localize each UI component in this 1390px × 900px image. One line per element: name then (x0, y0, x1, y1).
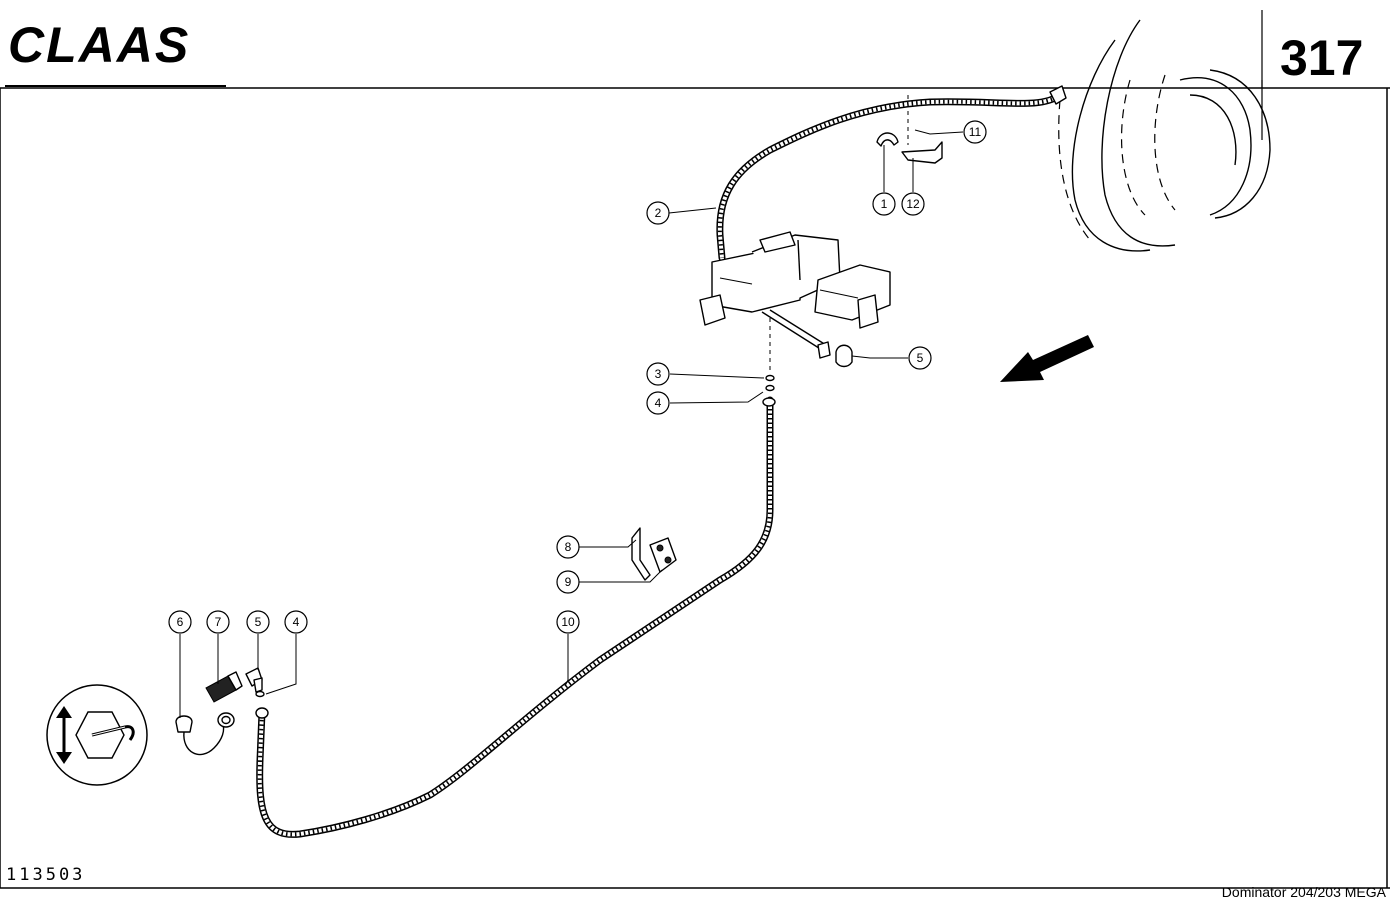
o-ring-part (765, 374, 775, 382)
svg-text:1: 1 (881, 197, 888, 211)
callout-9: 9 (556, 570, 580, 594)
tire-icon (1058, 19, 1271, 252)
seal-ring-part (255, 690, 265, 698)
callout-7: 7 (206, 610, 230, 634)
adjustment-symbol-icon (46, 684, 148, 786)
svg-text:2: 2 (655, 206, 662, 220)
double-clamp-part (649, 537, 677, 573)
callout-2: 2 (646, 201, 670, 225)
callout-4-lower: 4 (284, 610, 308, 634)
page-number: 317 (1280, 30, 1363, 86)
callout-11: 11 (963, 120, 987, 144)
svg-text:4: 4 (293, 615, 300, 629)
svg-text:5: 5 (255, 615, 262, 629)
svg-text:8: 8 (565, 540, 572, 554)
svg-text:3: 3 (655, 367, 662, 381)
svg-text:9: 9 (565, 575, 572, 589)
drawing-number: 113503 (6, 865, 85, 885)
svg-text:10: 10 (561, 615, 575, 629)
page-frame (0, 10, 1390, 889)
upper-hose (716, 85, 1067, 262)
svg-text:4: 4 (655, 396, 662, 410)
svg-text:6: 6 (177, 615, 184, 629)
svg-text:12: 12 (906, 197, 920, 211)
callout-5-upper: 5 (908, 346, 932, 370)
control-valve-block (699, 231, 891, 370)
mounting-bracket-part (901, 141, 943, 164)
seal-ring-part (765, 384, 775, 392)
elbow-fitting-part (835, 344, 853, 368)
hose-clamp-part (876, 132, 899, 147)
leader-lines (179, 129, 964, 718)
hose-bracket-part (631, 527, 651, 581)
callout-8: 8 (556, 535, 580, 559)
elbow-fitting-part (245, 667, 263, 693)
callout-1: 1 (872, 192, 896, 216)
quick-coupling-part (205, 671, 243, 703)
callout-5-lower: 5 (246, 610, 270, 634)
callout-10: 10 (556, 610, 580, 634)
svg-text:11: 11 (969, 125, 982, 139)
dust-cap-part (175, 712, 235, 756)
svg-text:7: 7 (215, 615, 222, 629)
callout-4-upper: 4 (646, 391, 670, 415)
callout-12: 12 (901, 192, 925, 216)
lower-hose (255, 396, 776, 838)
machine-model: Dominator 204/203 MEGA (1222, 884, 1387, 900)
travel-direction-arrow-icon (1000, 335, 1094, 382)
svg-text:5: 5 (917, 351, 924, 365)
brand-logo: CLAAS (8, 17, 190, 73)
callout-3: 3 (646, 362, 670, 386)
callout-6: 6 (168, 610, 192, 634)
